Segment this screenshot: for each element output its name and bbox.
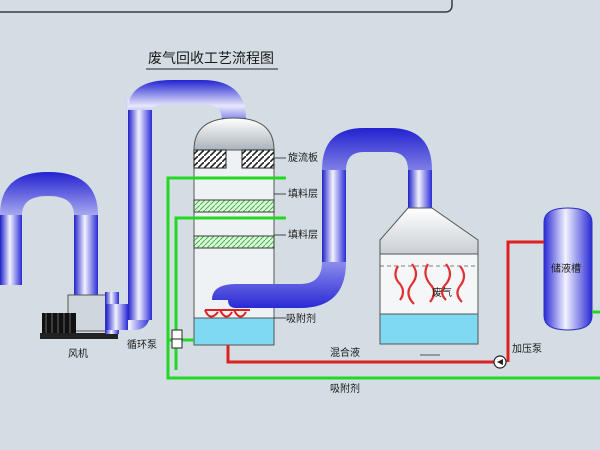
- gas-wave: [394, 265, 405, 301]
- packing-layer-upper: [193, 199, 275, 213]
- label-mixed-liquid: 混合液: [330, 346, 360, 359]
- fan-label: 风机: [68, 347, 88, 360]
- label-adsorbent-lower: 吸附剂: [330, 382, 360, 395]
- main-duct: [106, 80, 246, 330]
- label-packing-lower: 填料层: [288, 228, 318, 241]
- diagram-title: 废气回收工艺流程图: [148, 51, 274, 67]
- storage-tank: [543, 207, 600, 331]
- circulation-pump-icon: [171, 329, 183, 349]
- inlet-duct: [0, 172, 98, 300]
- label-swirl-plate: 旋流板: [288, 151, 318, 164]
- scrubber-tower: [193, 117, 275, 346]
- frame-edge: [0, 0, 453, 13]
- red-pipe: [226, 240, 544, 364]
- label-adsorbent-upper: 吸附剂: [286, 312, 316, 325]
- packing-layer-lower: [193, 235, 275, 249]
- label-storage-tank: 储液槽: [551, 262, 581, 275]
- label-packing-upper: 填料层: [288, 187, 318, 200]
- tower-liquid: [193, 317, 275, 346]
- transfer-duct: [212, 128, 432, 308]
- vessel-liquid: [379, 313, 479, 345]
- label-booster-pump: 加压泵: [512, 343, 542, 355]
- label-circulation-pump: 循环泵: [127, 338, 157, 351]
- swirl-plate: [193, 149, 227, 169]
- reaction-vessel: [379, 207, 479, 345]
- label-waste-gas: 废气: [432, 286, 452, 299]
